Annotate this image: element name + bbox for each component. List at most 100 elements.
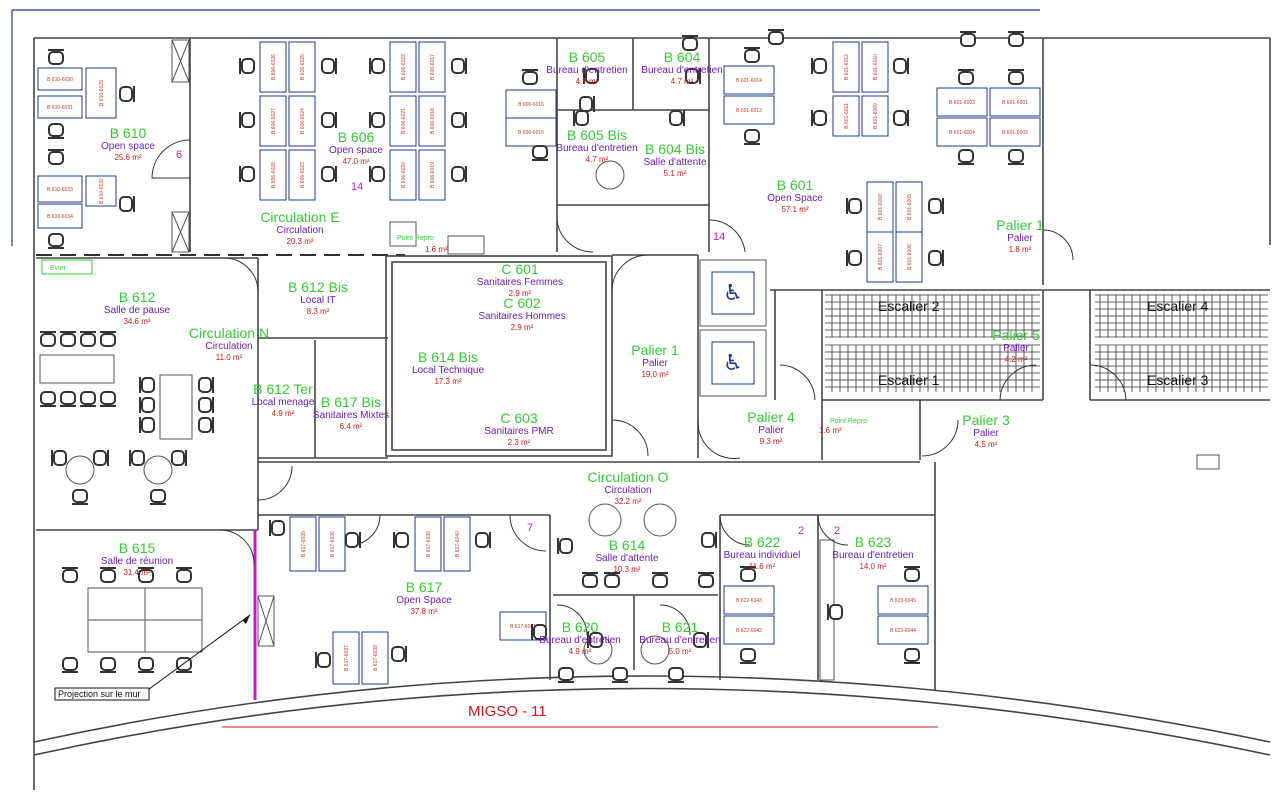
desk[interactable] <box>723 615 775 645</box>
point-repro-area: 1.6 m² <box>425 245 448 254</box>
room-name: Bureau d'entretien <box>539 635 620 646</box>
chair <box>369 112 385 128</box>
desk[interactable] <box>288 149 316 201</box>
desk[interactable] <box>418 149 446 201</box>
desk-id: B 606-6019 <box>430 162 436 188</box>
desk[interactable] <box>723 95 775 125</box>
desk[interactable] <box>861 41 889 93</box>
desk-id: B 617-6036 <box>330 531 336 557</box>
desk[interactable] <box>361 631 389 685</box>
chair <box>451 166 467 182</box>
desk-id: B 606-6024 <box>300 108 306 134</box>
chair <box>321 112 337 128</box>
desk[interactable] <box>37 175 83 203</box>
room-area: 4.7 m² <box>671 77 694 86</box>
desk[interactable] <box>37 203 83 229</box>
desk[interactable] <box>989 117 1041 147</box>
room-name: Bureau d'entretien <box>546 65 627 76</box>
desk[interactable] <box>289 516 317 572</box>
room-area: 9.3 m² <box>760 437 783 446</box>
room-name: Local IT <box>300 295 336 306</box>
count-label: 14 <box>351 181 363 193</box>
desk[interactable] <box>895 181 923 233</box>
desk[interactable] <box>259 95 287 147</box>
desk[interactable] <box>936 87 988 117</box>
desk[interactable] <box>288 95 316 147</box>
desk[interactable] <box>37 95 83 119</box>
room-name: Bureau d'entretien <box>556 143 637 154</box>
desk[interactable] <box>723 65 775 95</box>
desk[interactable] <box>259 41 287 93</box>
desk[interactable] <box>389 41 417 93</box>
desk[interactable] <box>85 67 117 119</box>
chair <box>701 532 717 548</box>
desk[interactable] <box>832 95 860 137</box>
desk-id: B 601-6008 <box>878 194 884 220</box>
desk[interactable] <box>505 117 557 147</box>
room-id: B 617 <box>406 579 443 595</box>
room-area: 4.2 m² <box>1005 355 1028 364</box>
chair <box>62 657 78 673</box>
desk[interactable] <box>866 231 894 283</box>
desk[interactable] <box>318 516 346 572</box>
desk[interactable] <box>861 95 889 137</box>
chair <box>744 129 760 145</box>
chair <box>369 166 385 182</box>
desk[interactable] <box>389 95 417 147</box>
chair <box>740 566 756 582</box>
desk[interactable] <box>877 585 929 615</box>
desk-id: B 610-6031 <box>47 105 73 111</box>
desk[interactable] <box>832 41 860 93</box>
desk-id: B 601-6001 <box>1002 100 1028 106</box>
desk[interactable] <box>332 631 360 685</box>
desk[interactable] <box>443 516 471 572</box>
desk-id: B 601-6006 <box>907 244 913 270</box>
desk[interactable] <box>895 231 923 283</box>
room-area: 17.3 m² <box>434 377 461 386</box>
desk[interactable] <box>505 89 557 119</box>
chair <box>393 532 409 548</box>
desk[interactable] <box>723 585 775 615</box>
chair <box>558 667 574 683</box>
room-area: 32.2 m² <box>614 497 641 506</box>
room-id: B 601 <box>777 177 814 193</box>
room-name: Palier <box>973 428 999 439</box>
desk-id: B 601-6002 <box>1002 130 1028 136</box>
chair <box>475 532 491 548</box>
desk[interactable] <box>85 175 117 207</box>
staircases <box>825 294 1268 392</box>
chair-layer <box>40 29 1024 683</box>
desk[interactable] <box>259 149 287 201</box>
room-id: B 622 <box>744 534 781 550</box>
desk[interactable] <box>936 117 988 147</box>
room-name: Salle d'attente <box>643 157 707 168</box>
chair <box>1008 31 1024 47</box>
desk[interactable] <box>288 41 316 93</box>
chair <box>93 450 109 466</box>
desk[interactable] <box>418 41 446 93</box>
desk[interactable] <box>37 67 83 91</box>
room-id: Palier 1 <box>996 217 1044 233</box>
room-name: Open space <box>329 145 383 156</box>
chair <box>579 96 595 112</box>
desk[interactable] <box>989 87 1041 117</box>
chair <box>176 657 192 673</box>
desk[interactable] <box>877 615 929 645</box>
chair <box>100 657 116 673</box>
room-name: Circulation <box>205 341 252 352</box>
desk[interactable] <box>418 95 446 147</box>
room-id: C 603 <box>500 410 538 426</box>
room-name: Open Space <box>396 595 452 606</box>
chair <box>587 632 603 648</box>
room-name: Sanitaires Hommes <box>478 311 565 322</box>
room-id: B 605 Bis <box>567 127 627 143</box>
desk[interactable] <box>389 149 417 201</box>
chair <box>171 450 187 466</box>
chair <box>48 123 64 139</box>
room-area: 4.9 m² <box>569 647 592 656</box>
room-id: B 623 <box>855 534 892 550</box>
chair <box>48 49 64 65</box>
room-id: Palier 1 <box>631 342 679 358</box>
room-area: 1.8 m² <box>1009 245 1032 254</box>
desk[interactable] <box>414 516 442 572</box>
